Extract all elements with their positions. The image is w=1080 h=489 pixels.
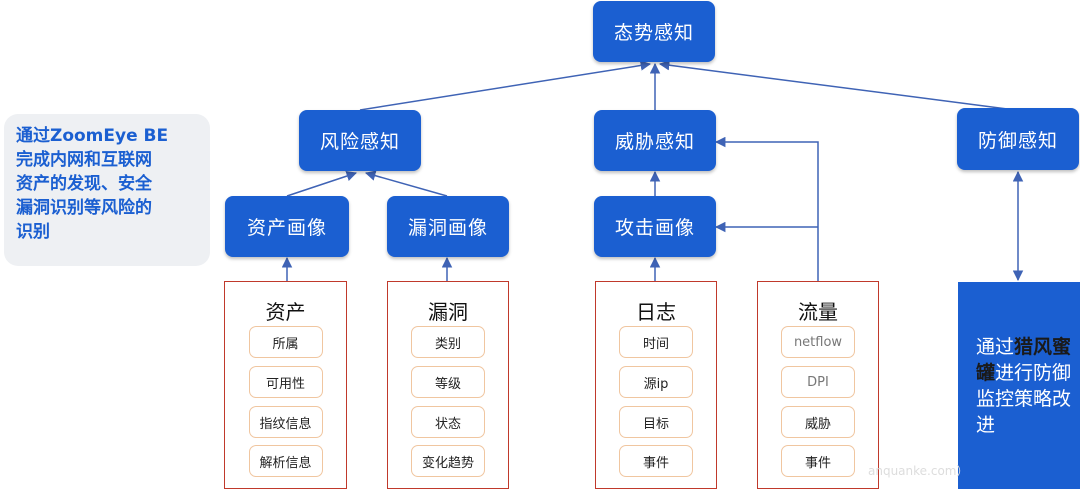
note-line: 资产的发现、安全 xyxy=(16,174,152,194)
note-line: 识别 xyxy=(16,222,50,242)
panel-item: 解析信息 xyxy=(248,445,323,477)
panel-vulnerabilities: 漏洞 类别 等级 状态 变化趋势 xyxy=(387,281,509,489)
panel-item: 事件 xyxy=(619,445,693,477)
line-asset-to-risk xyxy=(286,171,357,197)
panel-item: 源ip xyxy=(619,366,693,398)
line-traffic-to-threat xyxy=(714,136,819,281)
node-risk-awareness: 风险感知 xyxy=(299,110,421,171)
panel-item: 所属 xyxy=(248,326,323,358)
panel-item: 等级 xyxy=(411,366,485,398)
panel-logs: 日志 时间 源ip 目标 事件 xyxy=(595,281,717,489)
honeypot-defense-note: 通过猎风蜜罐进行防御监控策略改进 xyxy=(958,282,1080,489)
line-vuln-to-risk xyxy=(364,170,448,197)
panel-item: 事件 xyxy=(781,445,855,477)
panel-title: 资产 xyxy=(265,300,306,324)
node-defense-awareness: 防御感知 xyxy=(957,108,1079,170)
panel-item: 目标 xyxy=(619,406,693,438)
defense-note-suffix: 进行防御监控策略改进 xyxy=(976,362,1072,436)
panel-item: 威胁 xyxy=(781,406,855,438)
watermark: anquanke.com） xyxy=(868,464,969,478)
line-defense-to-situation xyxy=(658,60,1016,111)
panel-item: 状态 xyxy=(411,406,485,438)
panel-item: 指纹信息 xyxy=(248,406,323,438)
note-line: 漏洞识别等风险的 xyxy=(16,198,152,218)
panel-item: 可用性 xyxy=(248,366,323,398)
note-line: 完成内网和互联网 xyxy=(16,150,152,170)
node-vuln-profile: 漏洞画像 xyxy=(387,196,509,257)
panel-traffic: 流量 netflow DPI 威胁 事件 xyxy=(757,281,879,489)
panel-assets: 资产 所属 可用性 指纹信息 解析信息 xyxy=(224,281,347,489)
panel-item: 类别 xyxy=(411,326,485,358)
node-attack-profile: 攻击画像 xyxy=(594,196,716,257)
line-risk-to-situation xyxy=(359,60,652,111)
panel-item: 时间 xyxy=(619,326,693,358)
note-line: 通过ZoomEye BE xyxy=(16,126,169,146)
node-situation-awareness: 态势感知 xyxy=(593,1,715,62)
node-threat-awareness: 威胁感知 xyxy=(594,110,716,171)
panel-item: netflow xyxy=(781,326,855,358)
panel-item: DPI xyxy=(781,366,855,398)
node-asset-profile: 资产画像 xyxy=(225,196,349,257)
defense-note-prefix: 通过 xyxy=(976,336,1015,358)
zoomeye-note: 通过ZoomEye BE 完成内网和互联网 资产的发现、安全 漏洞识别等风险的 … xyxy=(4,114,210,266)
panel-item: 变化趋势 xyxy=(411,445,485,477)
panel-title: 漏洞 xyxy=(428,300,468,324)
panel-title: 流量 xyxy=(798,300,838,324)
honeypot-highlight: 猎风蜜罐 xyxy=(976,336,1072,384)
panel-title: 日志 xyxy=(636,300,676,324)
defense-note-text: 通过猎风蜜罐进行防御监控策略改进 xyxy=(976,334,1076,438)
